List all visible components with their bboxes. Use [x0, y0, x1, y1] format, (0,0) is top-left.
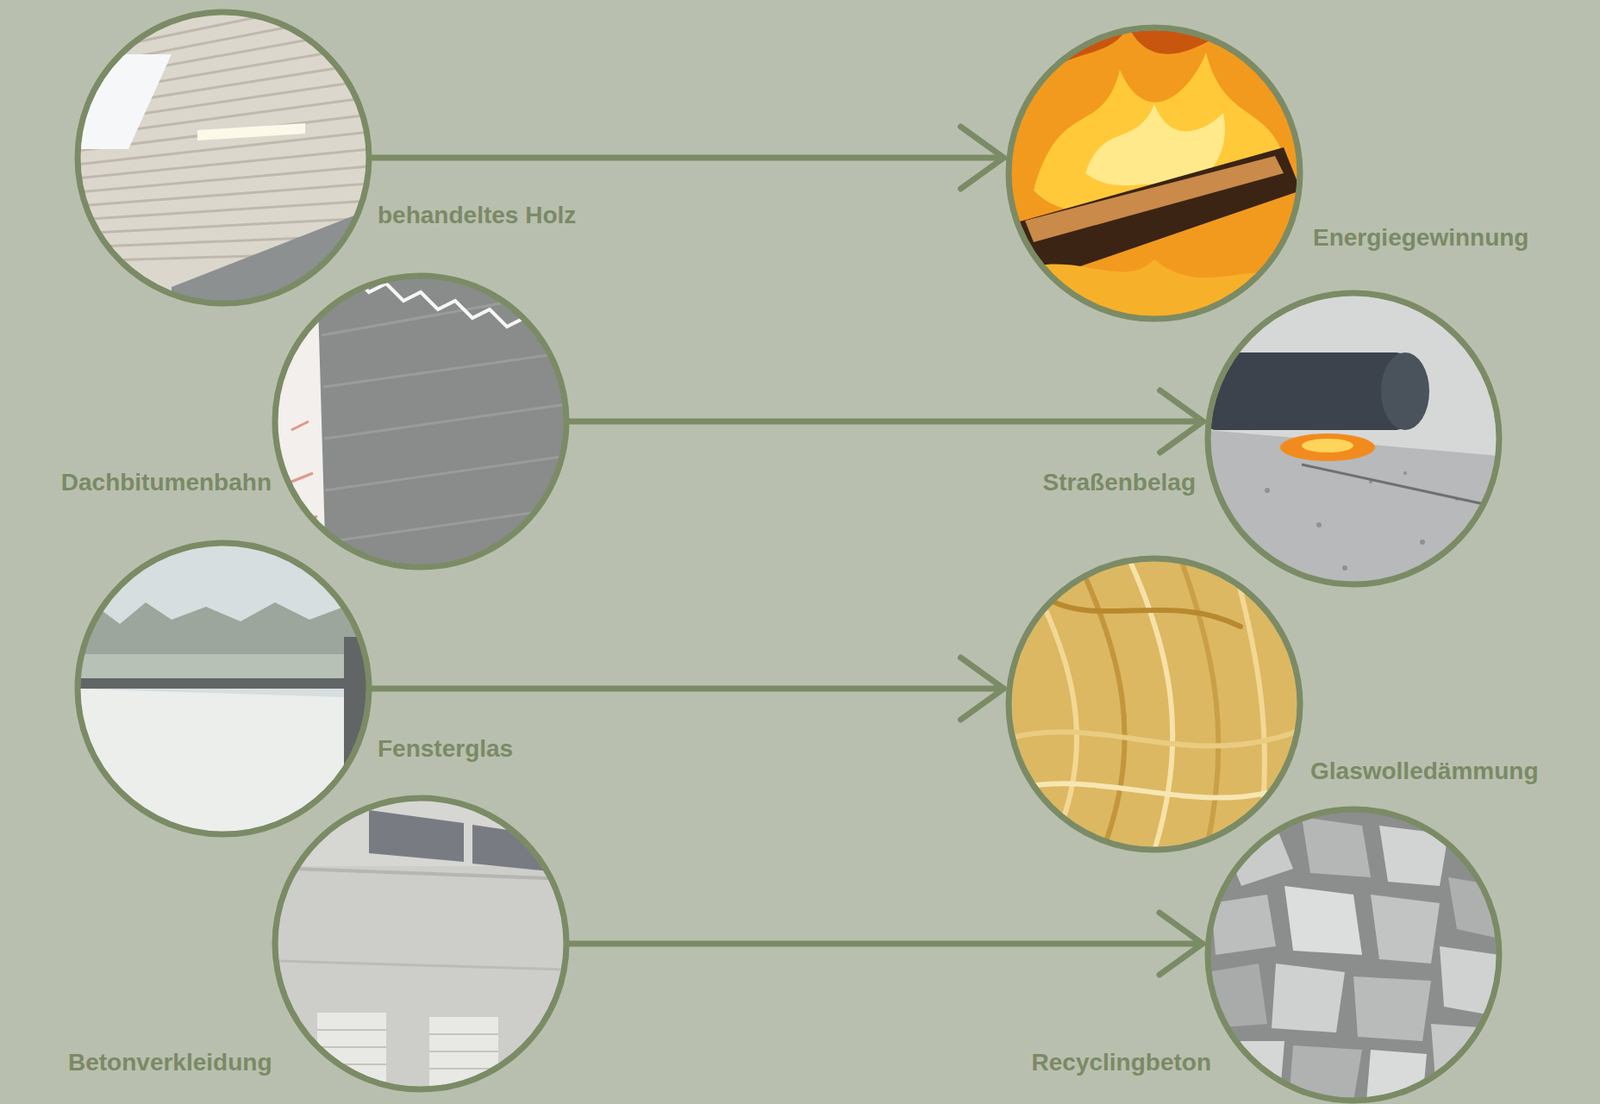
node-label: Straßenbelag: [1043, 468, 1196, 498]
node-label: Glaswolledämmung: [1310, 756, 1539, 787]
wood-ceiling-photo: [76, 0, 370, 305]
node-label: Fensterglas: [377, 734, 513, 764]
arrow-connector: [372, 126, 1005, 189]
node-label: behandeltes Holz: [377, 200, 576, 231]
gravel-photo: [1206, 808, 1500, 1102]
circle-outline: [271, 794, 570, 1094]
photo-circle: behandeltes Holz: [74, 8, 373, 307]
fire-photo: [1007, 26, 1301, 320]
circle-outline: [74, 8, 373, 307]
photo-circle: Glaswolledämmung: [1005, 555, 1304, 854]
arrow-connector: [569, 912, 1203, 975]
arrow-connector: [372, 657, 1005, 720]
node-label: Recyclingbeton: [1031, 1048, 1212, 1078]
circle-outline: [74, 539, 373, 838]
circle-outline: [271, 272, 570, 571]
arrow-connector: [569, 390, 1204, 453]
node-label: Energiegewinnung: [1312, 223, 1529, 253]
window-glass-photo: [76, 542, 370, 836]
circle-outline: [1005, 24, 1304, 323]
glass-wool-photo: [1007, 557, 1301, 851]
photo-circle: Energiegewinnung: [1005, 24, 1304, 323]
roof-membrane-photo: [274, 275, 568, 569]
photo-circle: Fensterglas: [74, 539, 373, 838]
photo-circle: Betonverkleidung: [271, 794, 570, 1094]
circle-outline: [1204, 806, 1503, 1104]
node-label: Dachbitumenbahn: [61, 468, 272, 498]
road-surface-photo: [1206, 292, 1500, 586]
concrete-facade-photo: [274, 797, 568, 1095]
node-label: Betonverkleidung: [68, 1048, 272, 1078]
circle-outline: [1204, 289, 1503, 588]
photo-circle: Straßenbelag: [1204, 289, 1503, 588]
circle-outline: [1005, 555, 1304, 854]
photo-circle: Recyclingbeton: [1204, 806, 1503, 1104]
photo-circle: Dachbitumenbahn: [271, 272, 570, 571]
